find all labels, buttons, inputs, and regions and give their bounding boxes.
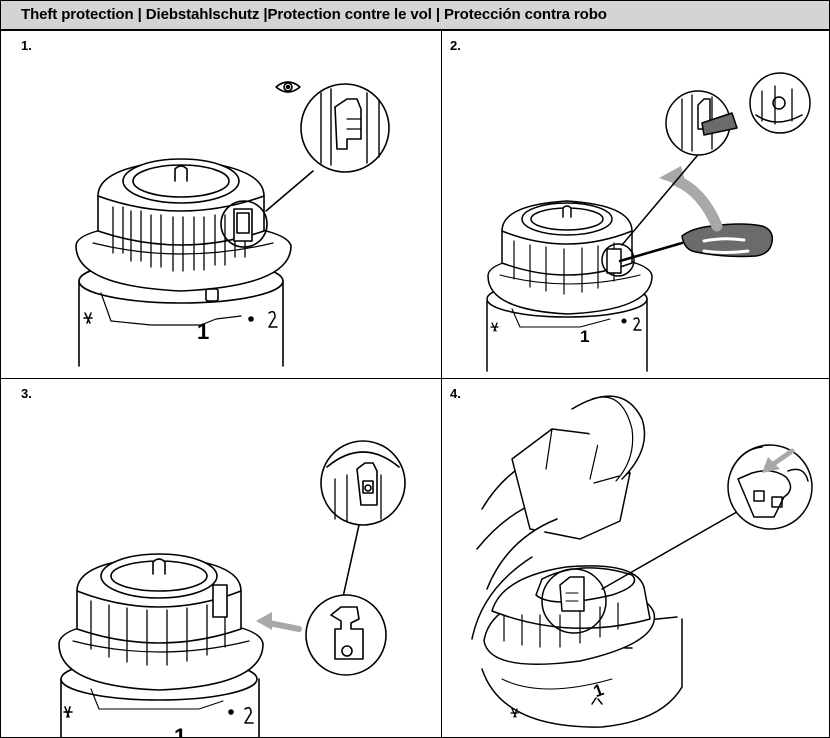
- dial-label: 1: [197, 319, 210, 344]
- step-number: 1.: [21, 38, 32, 53]
- step-3-panel: 3.: [0, 378, 442, 738]
- arrow-icon: [659, 166, 723, 232]
- step-4-panel: 4.: [441, 378, 830, 738]
- arrow-icon: [256, 612, 302, 632]
- arrow-icon: [762, 448, 795, 473]
- step-2-panel: 2.: [441, 30, 830, 379]
- step-number: 2.: [450, 38, 461, 53]
- eye-icon: [275, 81, 301, 93]
- step-3-illustration: [58, 440, 406, 737]
- step-2-illustration: [486, 72, 811, 372]
- step-1-panel: 1.: [0, 30, 442, 379]
- dial-label: 1: [580, 327, 590, 346]
- header-bar: Theft protection | Diebstahlschutz |Prot…: [0, 0, 830, 30]
- screwdriver-icon: [618, 223, 774, 263]
- step-1-illustration: [75, 81, 390, 367]
- steps-grid: 1.: [0, 30, 830, 738]
- page-title: Theft protection | Diebstahlschutz |Prot…: [21, 6, 607, 23]
- step-number: 3.: [21, 386, 32, 401]
- step-4-illustration: [471, 395, 813, 728]
- dial-label: 1: [174, 724, 187, 738]
- step-number: 4.: [450, 386, 461, 401]
